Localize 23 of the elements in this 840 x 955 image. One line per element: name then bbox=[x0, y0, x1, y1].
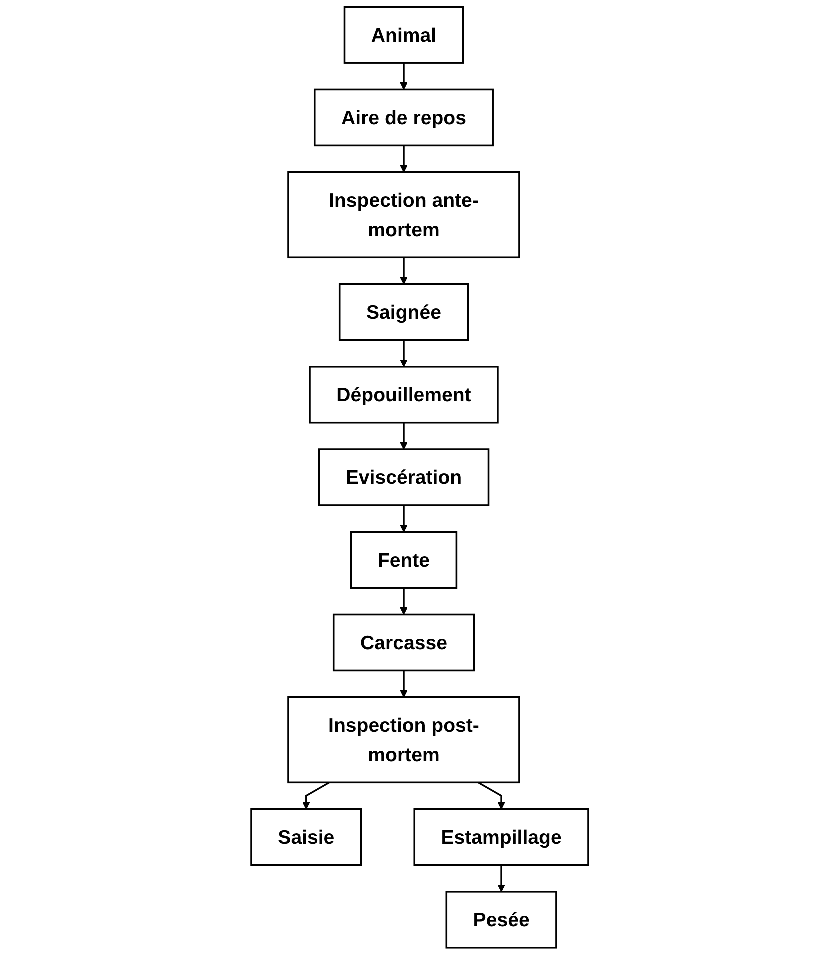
arrow bbox=[400, 588, 408, 616]
node-box: Carcasse bbox=[332, 614, 475, 672]
arrow bbox=[400, 422, 408, 450]
node-box: Pesée bbox=[446, 891, 558, 949]
node-box: Eviscération bbox=[318, 448, 490, 506]
arrow bbox=[400, 670, 408, 698]
arrow bbox=[302, 782, 330, 810]
arrow bbox=[400, 258, 408, 285]
arrow bbox=[400, 63, 408, 90]
node-box: Saignée bbox=[338, 283, 469, 342]
arrow bbox=[400, 505, 408, 532]
node-box: Aire de repos bbox=[314, 88, 494, 147]
arrow bbox=[478, 782, 506, 810]
arrow bbox=[498, 865, 506, 892]
node-box: Dépouillement bbox=[309, 366, 499, 424]
arrow bbox=[400, 340, 408, 368]
node-box: Fente bbox=[350, 531, 458, 589]
node-box: Inspection ante-mortem bbox=[288, 171, 520, 259]
node-box: Animal bbox=[344, 6, 464, 64]
node-box: Saisie bbox=[250, 808, 362, 866]
node-box: Estampillage bbox=[414, 808, 590, 866]
node-box: Inspection post-mortem bbox=[288, 696, 520, 784]
arrow bbox=[400, 146, 408, 173]
